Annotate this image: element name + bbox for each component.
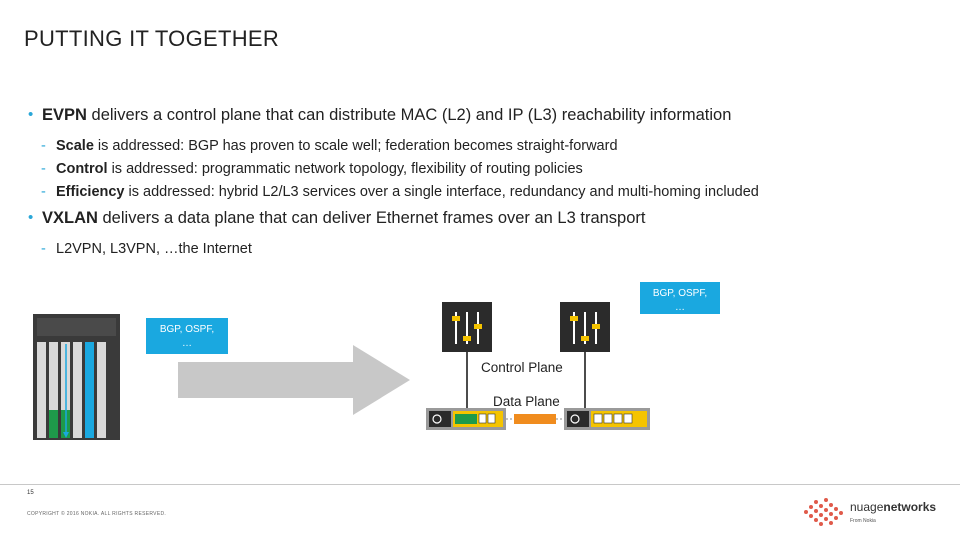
sub-bullet-efficiency: -Efficiency is addressed: hybrid L2/L3 s…	[28, 181, 938, 204]
nuage-networks-logo: nuagenetworks From Nokia	[800, 494, 950, 532]
logo-word-nuage: nuage	[850, 500, 884, 514]
mixer-switch-icon	[442, 302, 492, 352]
sub-bullet-bold: Efficiency	[56, 184, 125, 200]
footer-divider	[0, 484, 960, 485]
control-data-plane-graphic	[426, 352, 650, 430]
sub-bullet-bold: Scale	[56, 138, 94, 154]
bullet-bold: VXLAN	[42, 209, 98, 227]
dash-icon: -	[41, 184, 46, 200]
bullet-dot-icon: •	[28, 209, 34, 226]
sub-bullet-control: -Control is addressed: programmatic netw…	[28, 158, 938, 181]
bullet-dot-icon: •	[28, 106, 34, 123]
callout-line2: …	[182, 338, 192, 349]
sub-bullet-bold: Control	[56, 161, 108, 177]
sub-bullet-text: L2VPN, L3VPN, …the Internet	[56, 241, 252, 257]
bullet-bold: EVPN	[42, 106, 87, 124]
bullet-text: delivers a data plane that can deliver E…	[97, 209, 646, 227]
transition-arrow-icon	[178, 345, 410, 415]
callout-line1: BGP, OSPF,	[159, 324, 215, 335]
dash-icon: -	[41, 161, 46, 177]
copyright-text: COPYRIGHT © 2016 NOKIA. ALL RIGHTS RESER…	[27, 511, 167, 517]
logo-wordmark: nuagenetworks	[850, 500, 936, 514]
mixer-switch-icon	[560, 302, 610, 352]
sub-bullet-text: is addressed: BGP has proven to scale we…	[93, 138, 618, 154]
callout-bgp-ospf-right: BGP, OSPF, …	[640, 282, 720, 314]
logo-word-networks: networks	[883, 500, 937, 514]
callout-line2: …	[675, 302, 685, 313]
sub-bullet-text: is addressed: hybrid L2/L3 services over…	[124, 184, 759, 200]
bullet-vxlan: • VXLAN delivers a data plane that can de…	[28, 207, 938, 229]
sub-bullet-l2vpn: -L2VPN, L3VPN, …the Internet	[28, 238, 938, 261]
bullet-list: • EVPN delivers a control plane that can …	[28, 104, 938, 261]
bullet-text: delivers a control plane that can distri…	[86, 106, 732, 124]
dash-icon: -	[41, 138, 46, 154]
control-plane-label: Control Plane	[481, 360, 563, 375]
dash-icon: -	[41, 241, 46, 257]
data-plane-label: Data Plane	[493, 394, 560, 409]
chassis-graphic	[33, 314, 120, 440]
callout-line1: BGP, OSPF,	[652, 288, 708, 299]
sub-bullet-text: is addressed: programmatic network topol…	[107, 161, 583, 177]
logo-subtitle: From Nokia	[850, 518, 876, 524]
dot-cloud-icon	[804, 498, 843, 526]
bullet-evpn: • EVPN delivers a control plane that can …	[28, 104, 938, 126]
callout-bgp-ospf-left: BGP, OSPF, …	[146, 318, 228, 354]
chassis-icon	[33, 314, 120, 440]
page-number: 15	[27, 490, 34, 496]
sub-bullet-scale: -Scale is addressed: BGP has proven to s…	[28, 135, 938, 158]
slide-title: PUTTING IT TOGETHER	[24, 26, 280, 51]
